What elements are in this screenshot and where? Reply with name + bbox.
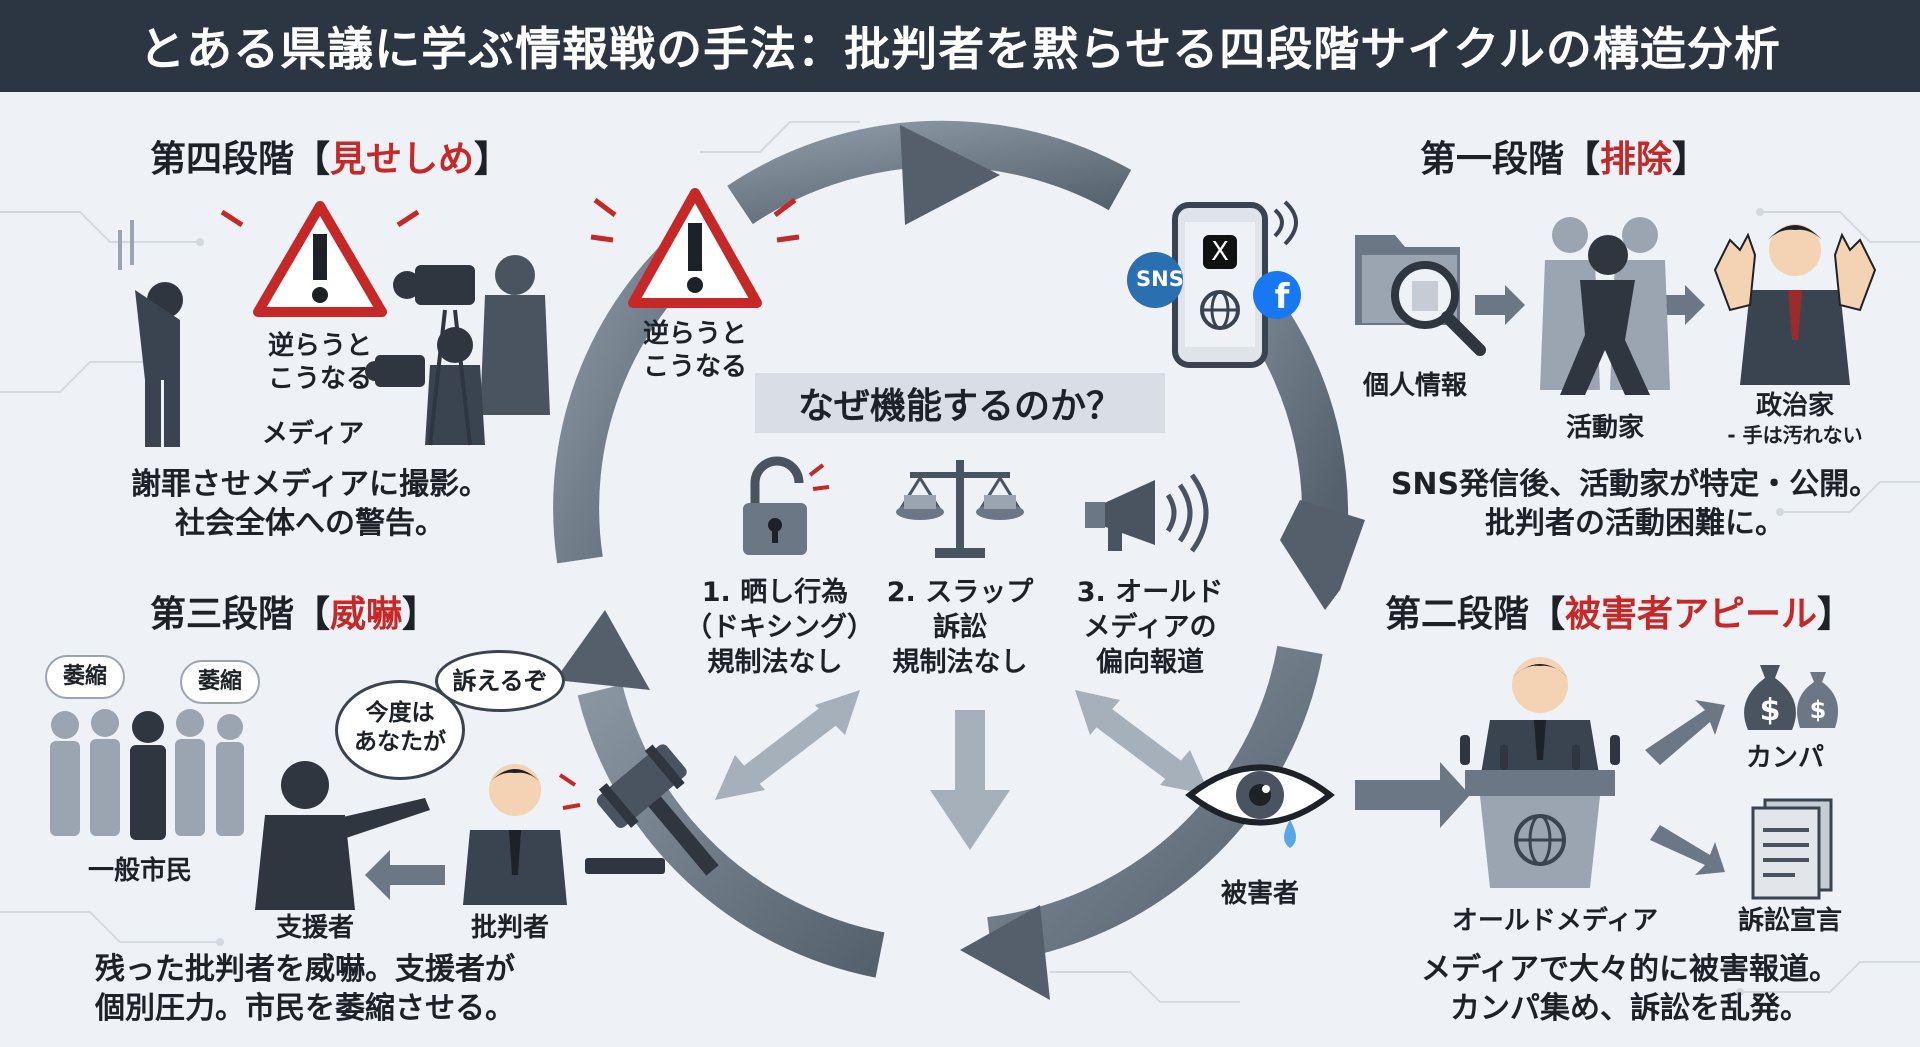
arrow-head-top [900, 125, 1000, 225]
svg-text:f: f [1275, 277, 1291, 317]
lawsuit-label: 訴訟宣言 [1737, 906, 1842, 936]
press-podium-icon [1460, 657, 1620, 888]
money-bags-icon: $ $ [1744, 665, 1839, 730]
warning-triangle-icon [590, 188, 800, 308]
critic-person-icon [463, 764, 567, 905]
megaphone-icon [1085, 473, 1209, 553]
citizens-crowd-icon [50, 709, 244, 840]
politician-label: 政治家 - 手は汚れない [1727, 391, 1863, 447]
stage2-caption: メディアで大々的に被害報道。カンパ集め、訴訟を乱発。 [1421, 952, 1839, 1026]
shrink-bubble-2: 萎縮 [180, 660, 260, 704]
center-warning-text: 逆らうとこうなる [642, 319, 747, 382]
lawsuit-documents-icon [1751, 798, 1833, 900]
supporter-label: 支援者 [275, 913, 354, 943]
unlocked-padlock-icon [743, 456, 830, 555]
campaign-label: カンパ [1745, 743, 1824, 773]
stage1-heading: 第一段階【排除】 [1420, 139, 1709, 180]
folder-search-icon [1355, 235, 1486, 356]
reason-biased-media: 3. オールドメディアの偏向報道 [1076, 577, 1224, 679]
stage2-heading: 第二段階【被害者アピール】 [1385, 594, 1854, 635]
stage3-heading: 第三段階【威嚇】 [150, 594, 439, 635]
title-bar: とある県議に学ぶ情報戦の手法：批判者を黙らせる四段階サイクルの構造分析 [0, 0, 1920, 92]
shrink-bubble-1: 萎縮 [45, 655, 125, 699]
stage3-caption: 残った批判者を威嚇。支援者が個別圧力。市民を萎縮させる。 [95, 952, 515, 1026]
gavel-icon [558, 744, 719, 876]
bowing-person-icon [118, 220, 183, 447]
old-media-label: オールドメディア [1451, 906, 1659, 936]
activist-label: 活動家 [1565, 413, 1644, 443]
media-camera-crew-icon [365, 255, 550, 446]
activist-group-icon [1540, 217, 1670, 395]
circuit-background [0, 121, 1920, 1003]
stage4-heading: 第四段階【見せしめ】 [150, 139, 511, 180]
critic-label: 批判者 [470, 913, 549, 943]
page-title: とある県議に学ぶ情報戦の手法：批判者を黙らせる四段階サイクルの構造分析 [139, 22, 1781, 76]
politician-hands-up-icon [1713, 224, 1877, 385]
supporter-pointing-icon [255, 761, 430, 910]
reason-slapp: 2. スラップ訴訟規制法なし [886, 577, 1034, 679]
svg-text:$: $ [1760, 693, 1781, 728]
stage4-warning-text: 逆らうとこうなる [267, 331, 372, 394]
why-question-box: なぜ機能するのか？ [755, 373, 1165, 433]
down-arrow [930, 710, 1010, 850]
smartphone-icon: X f [1127, 200, 1301, 368]
stage4-media-label: メディア [261, 419, 365, 449]
stage4-warning-triangle-icon [220, 201, 420, 317]
stage4-caption: 謝罪させメディアに撮影。社会全体への警告。 [131, 467, 489, 541]
crying-eye-icon [1185, 764, 1335, 848]
reason-doxxing: 1. 晒し行為（ドキシング）規制法なし [685, 577, 874, 679]
personal-info-label: 個人情報 [1362, 371, 1467, 401]
svg-text:X: X [1211, 237, 1229, 267]
speech-bubble-sue: 訴えるぞ [435, 650, 565, 712]
public-label: 一般市民 [87, 856, 192, 886]
sns-badge-label: SNS [1136, 267, 1184, 291]
stage1-caption: SNS発信後、活動家が特定・公開。批判者の活動困難に。 [1390, 467, 1880, 541]
victim-label: 被害者 [1220, 879, 1299, 909]
svg-text:$: $ [1810, 696, 1827, 724]
balance-scale-icon [896, 460, 1024, 558]
